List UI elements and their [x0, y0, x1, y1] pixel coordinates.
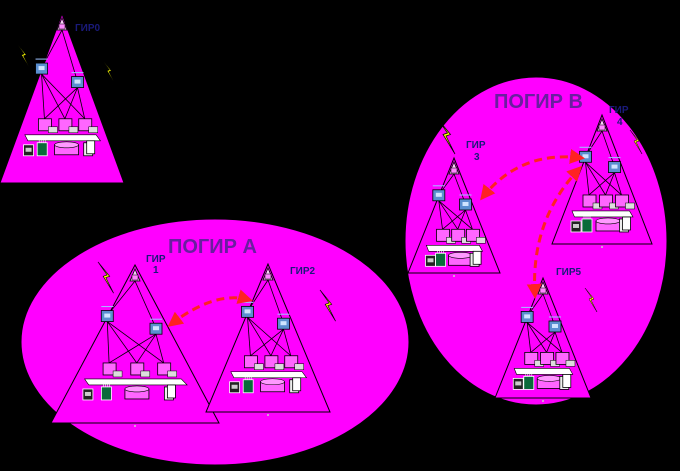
lightning-icon	[319, 289, 336, 322]
server-icon	[277, 313, 290, 330]
server-icon	[149, 318, 163, 335]
group-b-label: ПОГИР В	[494, 91, 583, 113]
printer-icon	[425, 254, 436, 267]
database-icon	[54, 141, 79, 156]
gir3-triangle	[407, 156, 501, 274]
gir4-label-line2: 4	[617, 117, 623, 128]
workstation-icon	[582, 194, 603, 210]
server-icon	[432, 185, 446, 202]
platform	[24, 134, 102, 142]
lightning-icon	[436, 117, 456, 155]
database-icon	[595, 217, 621, 232]
platform	[230, 371, 308, 379]
gir5-label: ГИР5	[556, 267, 582, 278]
server-icon	[71, 72, 84, 88]
workstation-icon	[615, 194, 635, 210]
lightning-icon	[629, 129, 643, 155]
printer-icon	[512, 377, 524, 390]
workstation-icon	[540, 351, 560, 367]
platform	[513, 368, 574, 375]
database-icon	[124, 385, 150, 400]
server-icon	[608, 157, 621, 174]
gir3-node	[407, 156, 501, 277]
workstation-icon	[78, 118, 98, 134]
link-gir1-gir2	[167, 289, 253, 327]
server-icon	[35, 58, 48, 75]
printer-icon	[163, 384, 176, 401]
workstation-icon	[555, 351, 576, 367]
gir1-label-line2: 1	[153, 265, 159, 276]
printer-icon	[559, 373, 572, 390]
workstation-icon	[466, 228, 486, 244]
gir0-label: ГИР0	[75, 23, 101, 34]
platform	[84, 378, 188, 386]
workstation-icon	[264, 355, 285, 371]
printer-icon	[83, 140, 96, 157]
gir3-label-line2: 3	[474, 152, 480, 163]
lightning-icon	[97, 261, 114, 294]
printer-icon	[23, 144, 34, 157]
gir2-label: ГИР2	[290, 266, 316, 277]
antenna-icon	[523, 372, 535, 390]
lightning-icon	[17, 44, 30, 67]
database-icon	[260, 378, 285, 393]
workstation-icon	[130, 362, 151, 378]
gir4-label-line1: ГИР	[609, 105, 629, 116]
printer-icon	[229, 381, 240, 394]
workstation-icon	[599, 194, 619, 210]
printer-icon	[469, 250, 482, 267]
workstation-icon	[244, 355, 264, 371]
workstation-icon	[58, 118, 79, 134]
workstation-icon	[157, 362, 177, 378]
workstation-icon	[102, 362, 123, 378]
antenna-icon	[435, 249, 447, 267]
antenna-icon	[101, 382, 112, 401]
printer-icon	[570, 220, 582, 233]
workstation-icon	[38, 118, 58, 134]
workstation-icon	[436, 228, 456, 244]
server-icon	[459, 194, 472, 211]
database-icon	[448, 252, 473, 266]
antenna-icon	[242, 375, 254, 394]
server-icon	[548, 316, 562, 333]
gir1-label-line1: ГИР	[146, 254, 166, 265]
antenna-icon	[36, 138, 48, 157]
gir5-node	[494, 276, 592, 402]
printer-icon	[289, 377, 302, 394]
gir1-node	[50, 263, 220, 427]
platform	[571, 210, 634, 218]
printer-icon	[82, 388, 94, 401]
lightning-icon	[103, 61, 114, 82]
link-gir3-gir4	[480, 149, 585, 201]
workstation-icon	[284, 355, 304, 371]
database-icon	[536, 375, 562, 389]
printer-icon	[619, 216, 631, 233]
gir0-triangle	[0, 12, 125, 184]
gir0-node	[0, 12, 125, 184]
platform	[425, 245, 484, 252]
lightning-icon	[584, 287, 598, 313]
gir5-triangle	[494, 276, 592, 399]
group-a-label: ПОГИР А	[168, 236, 257, 258]
link-gir4-gir5	[526, 165, 583, 299]
gir3-label-line1: ГИР	[466, 140, 486, 151]
server-icon	[100, 306, 114, 322]
server-icon	[520, 306, 534, 323]
